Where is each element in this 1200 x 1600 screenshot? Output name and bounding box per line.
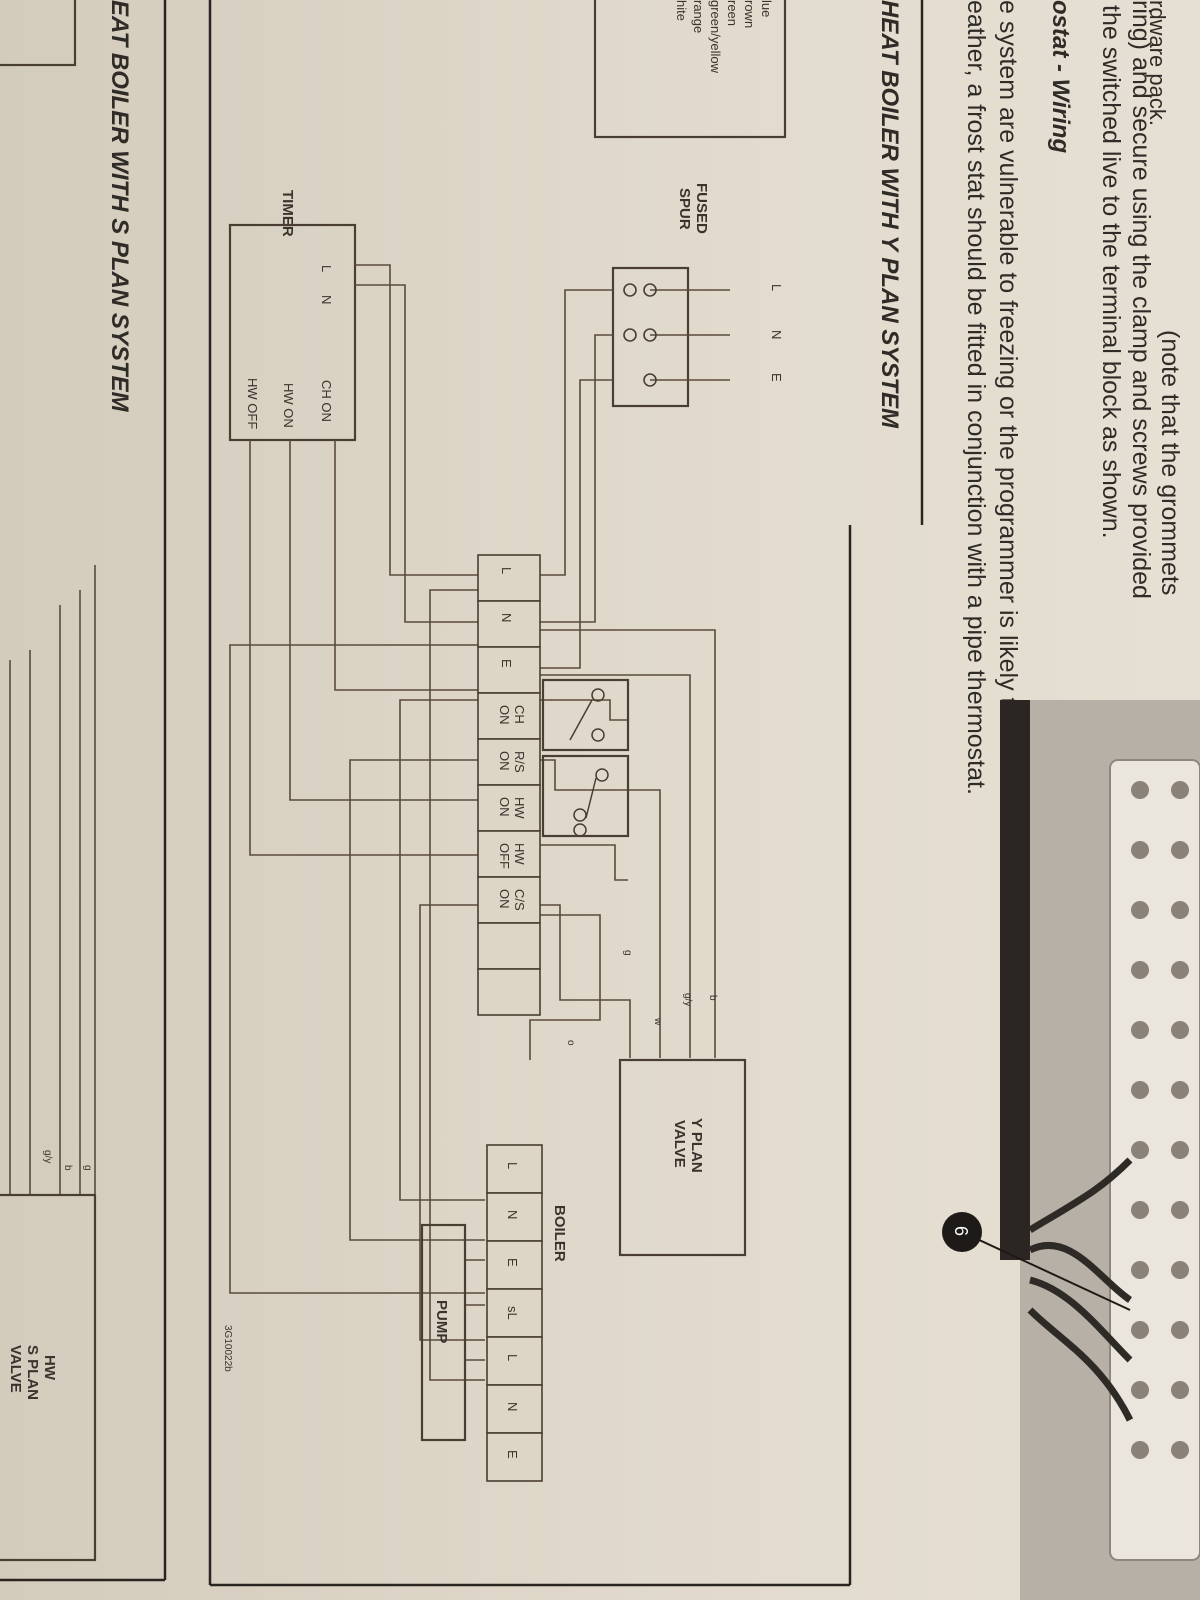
fused-spur-label: SPUR: [676, 188, 693, 230]
wire-label: g: [622, 950, 633, 956]
terminal-label: ON: [497, 889, 512, 909]
terminal-label: N: [505, 1402, 520, 1411]
terminal-cell: [477, 922, 541, 970]
terminal-cell: C/SON: [477, 876, 541, 924]
terminal-label: L: [499, 567, 514, 574]
valve-label: VALVE: [671, 1120, 688, 1168]
valve-label: VALVE: [7, 1345, 24, 1393]
wire-label: b: [62, 1165, 73, 1171]
terminal-label: E: [505, 1258, 520, 1267]
boiler-terminal: L: [486, 1336, 543, 1386]
terminal-cell: E: [477, 646, 541, 694]
terminal-label: ON: [497, 751, 512, 771]
y-plan-diagram: HEAT BOILER WITH Y PLAN SYSTEM lue rown …: [208, 0, 924, 1587]
boiler-terminal: N: [486, 1192, 543, 1242]
terminal-block-photo: 6: [942, 700, 1200, 1600]
terminal-label: N: [499, 613, 514, 622]
pump-label: PUMP: [433, 1300, 450, 1343]
terminal-label: L: [505, 1162, 520, 1169]
wire-label: g/y: [682, 993, 693, 1006]
legend-item: lue: [759, 0, 774, 17]
terminal-label: R/S: [512, 751, 527, 773]
terminal-label: HW: [512, 797, 527, 819]
terminal-label: E: [505, 1450, 520, 1459]
wire-colour-legend: lue rown reen green/yellow range hite: [593, 0, 787, 139]
boiler-terminal: E: [486, 1240, 543, 1290]
relay-switch-hw: [541, 754, 630, 838]
legend-item: rown: [742, 0, 757, 28]
terminal-label: CH: [512, 705, 527, 724]
paragraph-line: eather, a frost stat should be fitted in…: [962, 0, 990, 795]
wiring: [229, 264, 716, 1381]
timer: TIMER L N CH ON HW ON HW OFF: [228, 190, 357, 442]
boiler: BOILER L N EsL L N E: [486, 1144, 568, 1482]
text-line: rdware pack.: [1145, 0, 1170, 126]
terminal-cell: R/SON: [477, 738, 541, 786]
s-plan-diagram: EAT BOILER WITH S PLAN SYSTEM g b g/y HW…: [0, 0, 167, 1582]
wire-label: w: [652, 1017, 663, 1026]
terminal-label: sL: [505, 1306, 520, 1320]
wire-labels: b g/y w g o: [565, 950, 718, 1046]
terminal-label: ON: [497, 797, 512, 817]
legend-item: green/yellow: [708, 0, 723, 74]
timer-terminal: L: [319, 265, 334, 272]
valve-label: Y PLAN: [688, 1118, 705, 1173]
terminal-label: OFF: [497, 843, 512, 869]
intro-text: (note that the grommets ring) and secure…: [1097, 0, 1184, 599]
timer-label: TIMER: [279, 190, 296, 237]
section-heading: ostat - Wiring: [1047, 0, 1074, 153]
boiler-label: BOILER: [551, 1205, 568, 1262]
valve-label: HW: [41, 1355, 58, 1381]
pump: PUMP: [420, 1223, 467, 1442]
legend-item: hite: [674, 0, 689, 21]
boiler-terminal: L: [486, 1144, 543, 1194]
relay-switch-ch: [541, 678, 630, 752]
spur-terminal-label: N: [769, 330, 784, 339]
valve-label: S PLAN: [24, 1345, 41, 1400]
terminal-label: L: [505, 1354, 520, 1361]
callout-badge: [942, 1212, 982, 1252]
timer-terminal: N: [319, 295, 334, 304]
terminal-label: E: [499, 659, 514, 668]
terminal-label: HW: [512, 843, 527, 865]
boiler-terminal: N: [486, 1384, 543, 1434]
y-plan-valve: Y PLAN VALVE: [618, 1058, 747, 1257]
wire-label: g/y: [42, 1150, 53, 1163]
timer-terminal: CH ON: [319, 380, 334, 422]
text-line: the switched live to the terminal block …: [1097, 5, 1125, 539]
spur-terminal-label: E: [769, 373, 784, 382]
diagram-title: HEAT BOILER WITH Y PLAN SYSTEM: [876, 0, 903, 429]
spur-terminal-label: L: [769, 284, 784, 291]
wiring-section: ostat - Wiring e system are vulnerable t…: [962, 0, 1074, 828]
wire-label: g: [82, 1165, 93, 1171]
terminal-label: C/S: [512, 889, 527, 911]
text-line: ring) and secure using the clamp and scr…: [1127, 0, 1155, 599]
terminal-cell: L: [477, 554, 541, 602]
timer-terminal: HW OFF: [245, 378, 260, 429]
boiler-terminal-strip: L N EsL L N E: [486, 1144, 543, 1482]
terminal-cell: [477, 968, 541, 1016]
legend-item: reen: [725, 0, 740, 26]
fused-spur: FUSED SPUR L N E: [611, 183, 784, 408]
paragraph-line: e system are vulnerable to freezing or t…: [994, 0, 1022, 828]
terminal-cell: N: [477, 600, 541, 648]
diagram-title: EAT BOILER WITH S PLAN SYSTEM: [106, 0, 133, 413]
legend-item: range: [691, 0, 706, 33]
text-line: (note that the grommets: [1156, 330, 1184, 595]
terminal-label: ON: [497, 705, 512, 725]
timer-terminal: HW ON: [281, 383, 296, 428]
diagram-reference: 3G10022b: [222, 1325, 233, 1372]
wire-label: o: [565, 1040, 576, 1046]
boiler-terminal: sL: [486, 1288, 543, 1338]
wire-label: b: [707, 995, 718, 1001]
callout-number: 6: [951, 1226, 971, 1236]
boiler-terminal: E: [486, 1432, 543, 1482]
terminal-label: N: [505, 1210, 520, 1219]
fused-spur-label: FUSED: [693, 183, 710, 234]
